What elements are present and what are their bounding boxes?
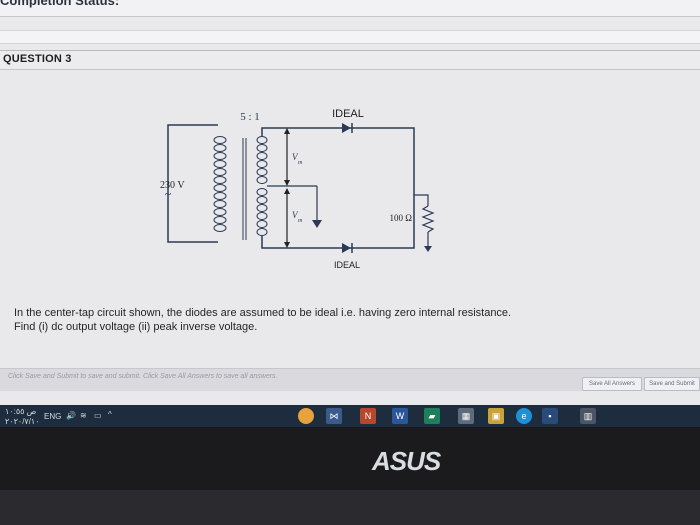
question-text: In the center-tap circuit shown, the dio… [14,306,654,334]
diode-top-icon [342,123,351,133]
arrow-head-icon [284,180,290,186]
arrow-head-icon [284,128,290,134]
diode-bottom-icon [342,243,351,253]
word-icon[interactable]: W [392,408,408,424]
asus-logo: ASUS [372,446,441,476]
status-strip [0,30,700,44]
ground-icon [312,220,322,228]
primary-coil [213,136,227,232]
volume-icon[interactable]: 🔊 [66,411,76,420]
clock-date[interactable]: ٢٠٢٠/٧/١٠ [5,417,40,426]
top-bar: Completion Status: [0,0,700,17]
wifi-icon[interactable]: ≋ [80,411,87,420]
question-title: QUESTION 3 [3,53,72,65]
screen: Completion Status: QUESTION 3 [0,0,700,405]
onenote-icon[interactable]: N [360,408,376,424]
resistor-icon [421,205,435,233]
vm-bottom-label: V [292,210,299,220]
primary-wire [167,124,218,243]
circuit-diagram: ~ 5 : 1 IDEAL IDEAL 230 V V m V m 100 Ω [160,108,435,270]
arrow-head-icon [284,242,290,248]
completion-status-label: Completion Status: [0,0,120,8]
language-indicator[interactable]: ENG [44,412,62,421]
visual-studio-icon[interactable]: ⋈ [326,408,342,424]
edge-icon[interactable]: e [516,408,532,424]
vm-top-label: V [292,152,299,162]
question-header [0,50,700,70]
load-ground-icon [424,246,432,252]
source-symbol: ~ [165,187,172,201]
arrow-head-icon [284,188,290,194]
question-line-2: Find (i) dc output voltage (ii) peak inv… [14,321,258,333]
chrome-icon[interactable] [298,408,314,424]
vm-top-sub: m [298,160,303,166]
chevron-up-icon[interactable]: ^ [108,410,112,419]
secondary-top-wire [261,127,415,249]
ratio-label: 5 : 1 [240,111,260,123]
submit-footer [0,368,700,391]
secondary-coil [256,136,268,236]
footer-hint: Click Save and Submit to save and submit… [8,373,278,380]
file-explorer-icon[interactable]: ▥ [580,408,596,424]
clock-time[interactable]: ص ١٠:٥٥ [5,407,37,416]
question-line-1: In the center-tap circuit shown, the dio… [14,307,512,319]
app-icon[interactable]: ▰ [424,408,440,424]
load-wire [414,194,429,206]
save-and-submit-button[interactable]: Save and Submit [644,377,700,391]
save-all-answers-button[interactable]: Save All Answers [582,377,642,391]
vm-bottom-sub: m [298,218,303,224]
load-label: 100 Ω [390,213,413,223]
app-icon-2[interactable]: ▪ [542,408,558,424]
store-icon[interactable]: ▣ [488,408,504,424]
diode-top-label: IDEAL [332,108,364,120]
battery-icon[interactable]: ▭ [94,411,102,420]
laptop-edge [0,490,700,525]
source-label: 230 V [160,180,185,191]
calculator-icon[interactable]: ▦ [458,408,474,424]
diode-bottom-label: IDEAL [334,260,360,270]
